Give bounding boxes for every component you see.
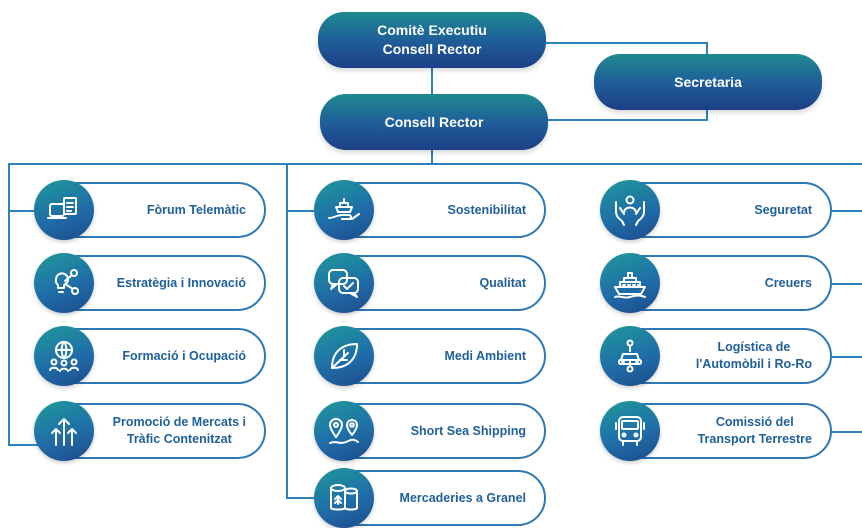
column1-stub-4 (8, 444, 38, 446)
card-label-line-1: Logística de (717, 340, 791, 354)
column1-bus (8, 163, 10, 446)
card-label: Medi Ambient (444, 348, 526, 363)
column2-stub-1 (286, 210, 314, 212)
card-label: Formació i Ocupació (122, 348, 246, 363)
laptop-document-icon (34, 180, 94, 240)
card-label: Qualitat (479, 275, 526, 290)
committee-subtitle: Consell Rector (382, 41, 482, 57)
board-title: Consell Rector (384, 113, 484, 130)
column3-stub-4 (832, 431, 862, 433)
car-network-icon (600, 326, 660, 386)
connector-secretary-board-h (545, 119, 708, 121)
globe-people-icon (34, 326, 94, 386)
card-label: Estratègia i Innovació (116, 275, 246, 290)
secretary-title: Secretaria (674, 73, 742, 90)
card-label-line-2: Transport Terrestre (697, 432, 812, 446)
card-label: Mercaderies a Granel (399, 490, 526, 505)
silos-icon (314, 468, 374, 528)
board-node: Consell Rector (320, 94, 548, 150)
connector-board-down (431, 148, 433, 164)
secretary-node: Secretaria (594, 54, 822, 110)
route-pins-icon (314, 401, 374, 461)
card-label-line-2: l'Automòbil i Ro-Ro (695, 357, 812, 371)
card-label-line-2: Tràfic Contenitzat (126, 432, 232, 446)
committee-node: Comitè Executiu Consell Rector (318, 12, 546, 68)
column2-bus (286, 163, 288, 499)
committee-title: Comitè Executiu (377, 22, 487, 38)
column3-stub-2 (832, 283, 862, 285)
card-label: Fòrum Telemàtic (146, 202, 246, 217)
horizontal-bus (8, 163, 862, 165)
connector-secretary-board-v (706, 106, 708, 120)
column3-stub-1 (832, 210, 862, 212)
connector-committee-board-v (431, 66, 433, 96)
column3-stub-3 (832, 356, 862, 358)
growth-arrows-icon (34, 401, 94, 461)
truck-front-icon (600, 401, 660, 461)
column2-stub-5 (286, 497, 314, 499)
chat-check-icon (314, 253, 374, 313)
card-label: Sostenibilitat (447, 202, 526, 217)
connector-committee-secretary-v (706, 42, 708, 56)
column1-stub-1 (8, 210, 38, 212)
card-label-line-1: Comissió del (715, 415, 794, 429)
card-label: Creuers (764, 275, 812, 290)
connector-committee-secretary-h (540, 42, 708, 44)
card-label-line-1: Promoció de Mercats i (112, 415, 246, 429)
card-label: Short Sea Shipping (410, 423, 526, 438)
cruise-ship-icon (600, 253, 660, 313)
leaf-icon (314, 326, 374, 386)
lightbulb-network-icon (34, 253, 94, 313)
card-label: Seguretat (754, 202, 812, 217)
ship-on-hand-icon (314, 180, 374, 240)
protective-hands-icon (600, 180, 660, 240)
